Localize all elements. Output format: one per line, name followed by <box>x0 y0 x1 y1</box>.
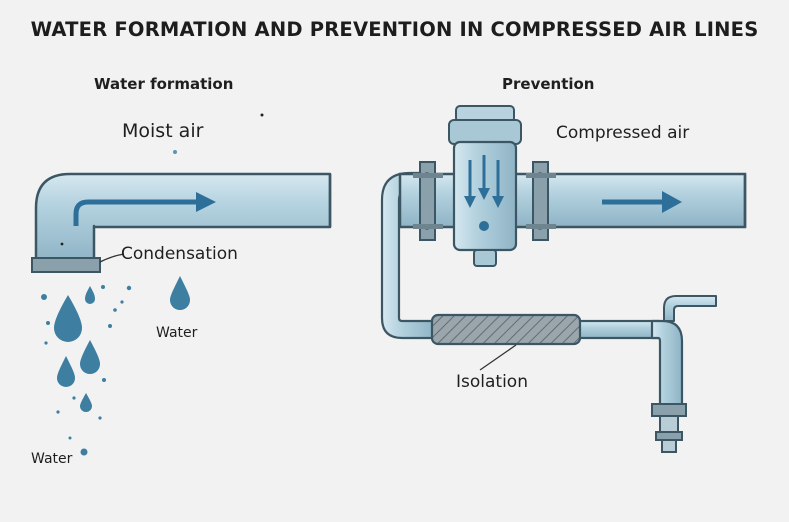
speck <box>260 113 264 117</box>
water-separator <box>448 105 522 267</box>
droplet <box>72 396 76 400</box>
droplet <box>54 295 82 342</box>
droplet <box>46 321 50 325</box>
speck <box>60 242 64 246</box>
flange-left <box>413 161 443 241</box>
diagram-title: WATER FORMATION AND PREVENTION IN COMPRE… <box>30 18 759 41</box>
droplet <box>85 286 95 304</box>
droplet <box>108 324 112 328</box>
droplet <box>41 294 47 300</box>
droplet <box>56 410 60 414</box>
water-droplets <box>41 276 190 456</box>
isolation-leader-line <box>479 344 517 371</box>
droplet <box>98 416 102 420</box>
compressed-air-label: Compressed air <box>556 123 690 143</box>
bypass-loop-pipe <box>380 171 717 407</box>
water-label-1: Water <box>156 325 198 341</box>
isolation-sleeve <box>430 313 582 346</box>
droplet <box>80 340 100 374</box>
pipe-outlet-flange <box>31 257 101 273</box>
water-formation-heading: Water formation <box>94 75 234 93</box>
main-compressed-air-pipe <box>398 172 747 229</box>
droplet <box>102 378 106 382</box>
condensation-label: Condensation <box>121 244 238 264</box>
drain-valve <box>651 403 687 453</box>
droplet <box>170 276 190 310</box>
prevention-heading: Prevention <box>502 75 595 93</box>
flange-right <box>526 161 556 241</box>
droplet <box>113 308 117 312</box>
droplet <box>57 356 75 387</box>
droplet <box>120 300 124 304</box>
water-label-2: Water <box>31 451 73 467</box>
condensation-leader-line <box>99 253 125 263</box>
droplet <box>80 393 92 412</box>
flow-arrow-left <box>73 199 200 226</box>
droplet <box>101 285 105 289</box>
flow-arrow-left-head <box>196 192 216 212</box>
droplet <box>126 285 132 291</box>
droplet <box>80 448 88 456</box>
isolation-label: Isolation <box>456 372 528 392</box>
moist-air-label: Moist air <box>122 120 204 142</box>
speck <box>173 150 177 154</box>
droplet <box>68 436 72 440</box>
flow-arrow-right-head <box>662 191 682 213</box>
droplet <box>44 341 48 345</box>
